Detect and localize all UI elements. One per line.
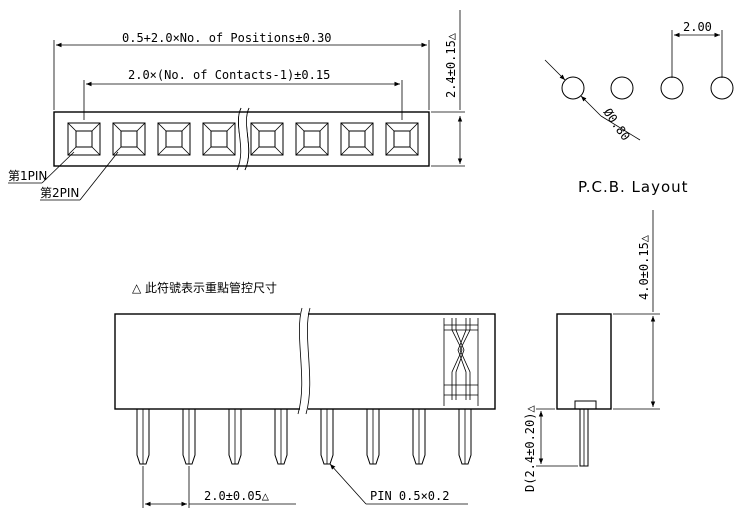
front-view-pin xyxy=(182,409,196,465)
pcb-title: P.C.B. Layout xyxy=(578,178,689,196)
pcb-pitch-label: 2.00 xyxy=(683,20,712,34)
top-view-body xyxy=(53,111,430,167)
pcb-hole xyxy=(561,76,585,100)
control-note: △ 此符號表示重點管控尺寸 xyxy=(132,280,277,295)
pcb-hole xyxy=(710,76,734,100)
side-view-pin xyxy=(574,400,597,467)
pin-depth-label: D(2.4±0.20)△ xyxy=(523,405,537,492)
side-view: 4.0±0.15△ D(2.4±0.20)△ xyxy=(523,210,660,492)
top-view-contact xyxy=(340,122,374,156)
top-view-contact xyxy=(385,122,419,156)
front-view-pin xyxy=(366,409,380,465)
pin2-label: 第2PIN xyxy=(40,186,79,200)
side-view-body xyxy=(556,313,612,410)
top-view-contact xyxy=(67,122,101,156)
top-view-contact xyxy=(250,122,284,156)
front-view-pin xyxy=(274,409,288,465)
top-view-contact xyxy=(295,122,329,156)
top-view-contact xyxy=(157,122,191,156)
contacts-span-label: 2.0×(No. of Contacts-1)±0.15 xyxy=(128,68,330,82)
front-view: 2.0±0.05△ PIN 0.5×0.2 xyxy=(114,307,496,508)
pcb-layout: Ø0.80 2.00 P.C.B. Layout xyxy=(544,20,734,196)
front-view-pin xyxy=(412,409,426,465)
top-height-label: 2.4±0.15△ xyxy=(444,32,458,98)
pcb-hole xyxy=(660,76,684,100)
front-view-pin xyxy=(228,409,242,465)
pin1-label: 第1PIN xyxy=(8,169,47,183)
front-view-pin xyxy=(136,409,150,465)
front-view-contact-detail xyxy=(443,318,479,406)
front-view-pin xyxy=(458,409,472,465)
top-view-contact xyxy=(202,122,236,156)
overall-length-label: 0.5+2.0×No. of Positions±0.30 xyxy=(122,31,332,45)
pcb-hole xyxy=(610,76,634,100)
pcb-hole-label: Ø0.80 xyxy=(601,106,633,144)
body-height-label: 4.0±0.15△ xyxy=(637,234,651,300)
top-view-contact xyxy=(112,122,146,156)
pin-pitch-label: 2.0±0.05△ xyxy=(204,489,270,503)
pin-size-label: PIN 0.5×0.2 xyxy=(370,489,449,503)
top-view: 0.5+2.0×No. of Positions±0.30 2.0×(No. o… xyxy=(8,10,465,201)
front-view-pin xyxy=(320,409,334,465)
